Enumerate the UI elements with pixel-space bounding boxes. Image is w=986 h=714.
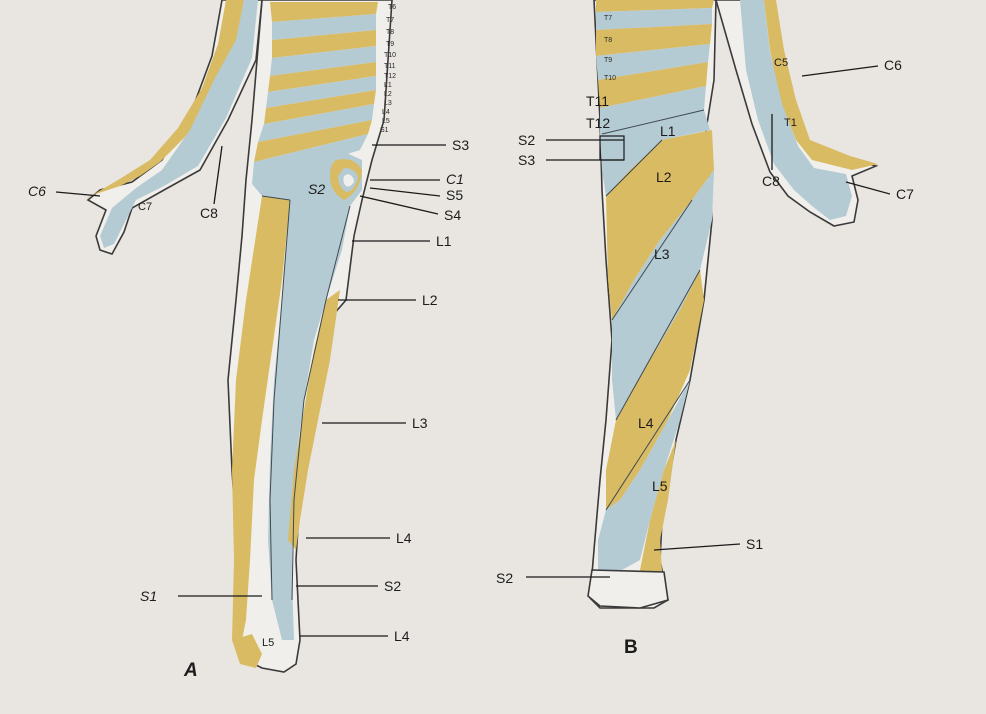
label-c7: C7 <box>138 201 152 213</box>
spine-level-label: T11 <box>384 63 396 70</box>
label-c1: C1 <box>446 171 464 187</box>
label-l5-foot: L5 <box>262 637 274 649</box>
label-l5: L5 <box>652 478 668 494</box>
label-l4: L4 <box>638 415 654 431</box>
label-c8: C8 <box>762 173 780 189</box>
label-l4: L4 <box>396 530 412 546</box>
label-s2: S2 <box>384 578 401 594</box>
label-c8: C8 <box>200 205 218 221</box>
spine-level-label: T10 <box>384 52 396 59</box>
label-s4: S4 <box>444 207 461 223</box>
label-c5: C5 <box>774 57 788 69</box>
label-t11: T11 <box>586 93 609 109</box>
trunk-level-label: T9 <box>604 57 612 64</box>
label-s1: S1 <box>746 536 763 552</box>
panel-a-label: A <box>183 660 198 681</box>
label-s2-foot: S2 <box>496 570 513 586</box>
spine-level-label: L3 <box>384 100 392 107</box>
spine-level-label: T8 <box>386 29 394 36</box>
trunk-level-label: T7 <box>604 15 612 22</box>
label-t12: T12 <box>586 115 610 131</box>
label-s3: S3 <box>452 137 469 153</box>
label-l1: L1 <box>660 123 676 139</box>
trunk-level-label: T10 <box>604 75 616 82</box>
label-s1: S1 <box>140 588 157 604</box>
spine-level-label: S1 <box>380 127 389 134</box>
label-l3: L3 <box>412 415 428 431</box>
label-c7: C7 <box>896 186 914 202</box>
label-t1: T1 <box>784 117 797 129</box>
label-s3-hip: S3 <box>518 152 535 168</box>
label-s2-buttock: S2 <box>308 181 325 197</box>
label-l3: L3 <box>654 246 670 262</box>
spine-level-label: L2 <box>384 91 392 98</box>
label-c6: C6 <box>28 183 46 199</box>
spine-level-label: T7 <box>386 17 394 24</box>
label-c6: C6 <box>884 57 902 73</box>
panel-b-foot <box>588 570 668 608</box>
spine-level-label: L4 <box>382 109 390 116</box>
spine-level-label: T9 <box>386 41 394 48</box>
label-l2: L2 <box>422 292 438 308</box>
spine-level-label: T12 <box>384 73 396 80</box>
label-s5: S5 <box>446 187 463 203</box>
label-l2: L2 <box>656 169 672 185</box>
spine-level-label: T6 <box>388 4 396 11</box>
label-l4-foot: L4 <box>394 628 410 644</box>
panel-b-label: B <box>624 637 638 658</box>
label-s2-hip: S2 <box>518 132 535 148</box>
spine-level-label: L5 <box>382 118 390 125</box>
spine-level-label: L1 <box>384 82 392 89</box>
label-l1: L1 <box>436 233 452 249</box>
trunk-level-label: T8 <box>604 37 612 44</box>
